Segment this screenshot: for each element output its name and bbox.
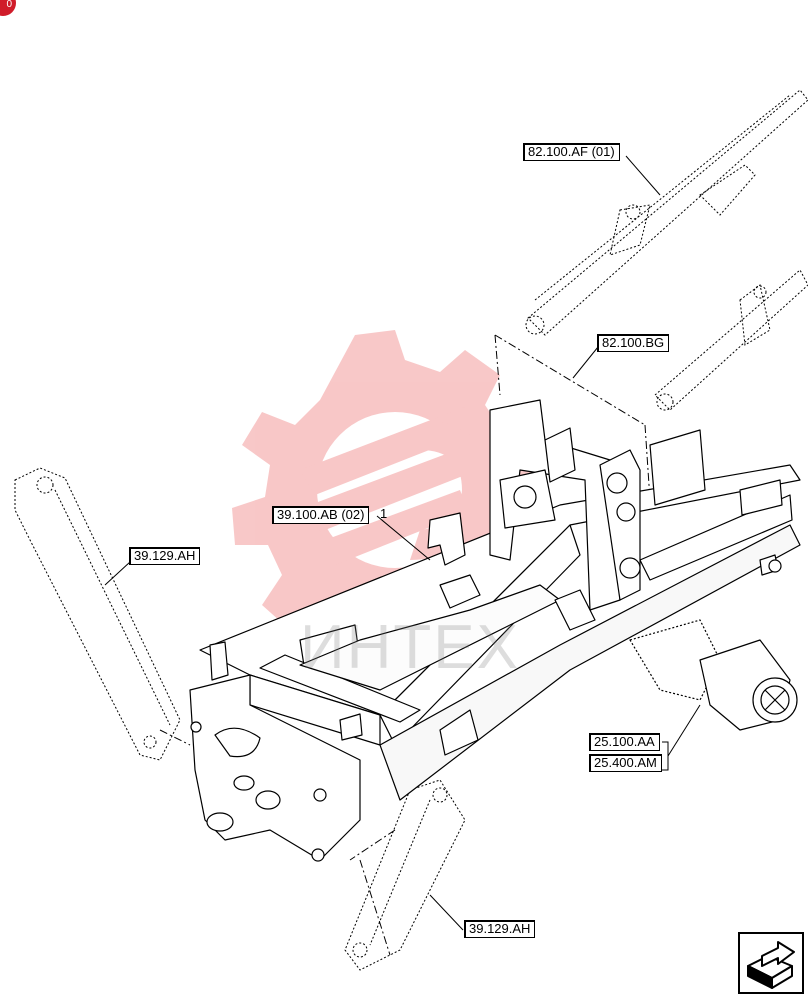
leader-lines: [104, 155, 701, 931]
item-number-1: 1: [380, 506, 388, 521]
reference-lines: [159, 334, 651, 956]
bottom-lift-arm: [344, 779, 466, 971]
left-lift-arm: [14, 467, 181, 761]
callout-25-100-aa[interactable]: 25.100.AA: [589, 733, 660, 751]
boom-arm-upper: [525, 89, 808, 336]
callout-39-129-ah-bottom[interactable]: 39.129.AH: [464, 920, 536, 938]
boom-arm-lower: [654, 269, 808, 411]
callout-39-100-ab-02[interactable]: 39.100.AB (02): [272, 506, 370, 524]
callout-82-100-af-01[interactable]: 82.100.AF (01): [523, 143, 620, 161]
next-page-button[interactable]: [738, 932, 804, 994]
watermark-text: ИНТЕХ: [300, 613, 520, 682]
callout-39-129-ah-left[interactable]: 39.129.AH: [129, 547, 201, 565]
next-page-arrow-icon: [747, 941, 795, 989]
chassis-frame: [189, 399, 801, 862]
corner-badge: 0: [0, 0, 16, 16]
callout-25-400-am[interactable]: 25.400.AM: [589, 754, 662, 772]
callout-82-100-bg[interactable]: 82.100.BG: [597, 334, 670, 352]
